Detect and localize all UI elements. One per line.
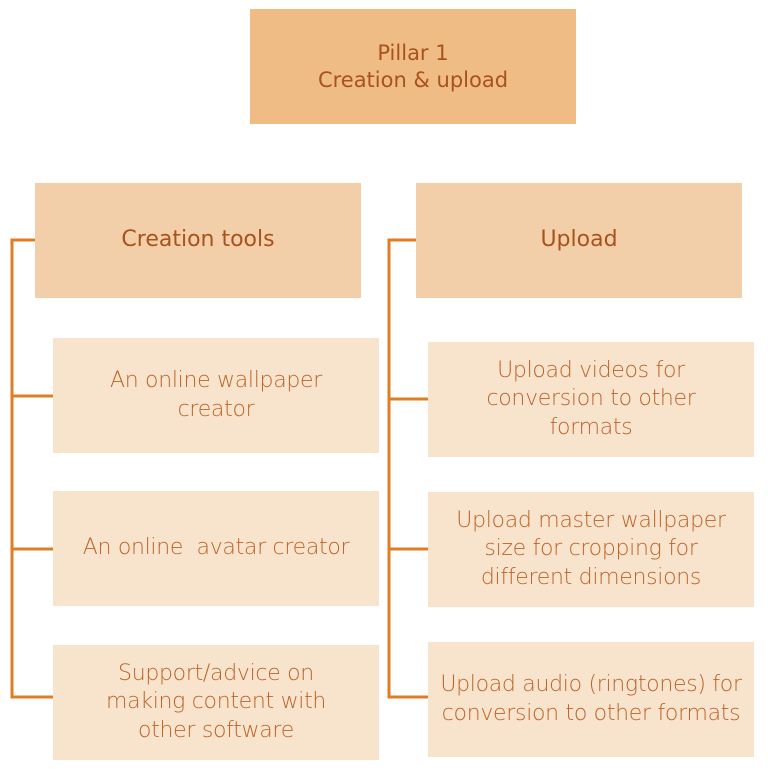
right-connector-spine bbox=[387, 238, 428, 699]
column-header-label: Upload bbox=[540, 227, 618, 253]
column-header-creation-tools: Creation tools bbox=[35, 183, 361, 298]
leaf-node: Upload videos for conversion to other fo… bbox=[428, 342, 754, 457]
column-header-upload: Upload bbox=[416, 183, 742, 298]
root-title-line-1: Pillar 1 bbox=[377, 40, 449, 65]
leaf-node-label: Support/advice on making content with ot… bbox=[105, 661, 327, 743]
leaf-node: An online avatar creator bbox=[53, 491, 379, 606]
leaf-node-label: Upload master wallpaper size for croppin… bbox=[456, 508, 726, 590]
column-header-label: Creation tools bbox=[121, 227, 275, 253]
leaf-node-label: Upload videos for conversion to other fo… bbox=[486, 358, 696, 440]
root-node-pillar-1: Pillar 1 Creation & upload bbox=[250, 9, 576, 124]
leaf-node-label: An online wallpaper creator bbox=[109, 368, 323, 422]
leaf-node: Support/advice on making content with ot… bbox=[53, 645, 379, 760]
leaf-node: Upload master wallpaper size for croppin… bbox=[428, 492, 754, 607]
left-connector-spine bbox=[10, 238, 53, 699]
leaf-node-label: An online avatar creator bbox=[82, 535, 350, 561]
leaf-node-label: Upload audio (ringtones) for conversion … bbox=[440, 672, 742, 726]
leaf-node: Upload audio (ringtones) for conversion … bbox=[428, 642, 754, 757]
root-title-line-2: Creation & upload bbox=[317, 67, 509, 92]
leaf-node: An online wallpaper creator bbox=[53, 338, 379, 453]
